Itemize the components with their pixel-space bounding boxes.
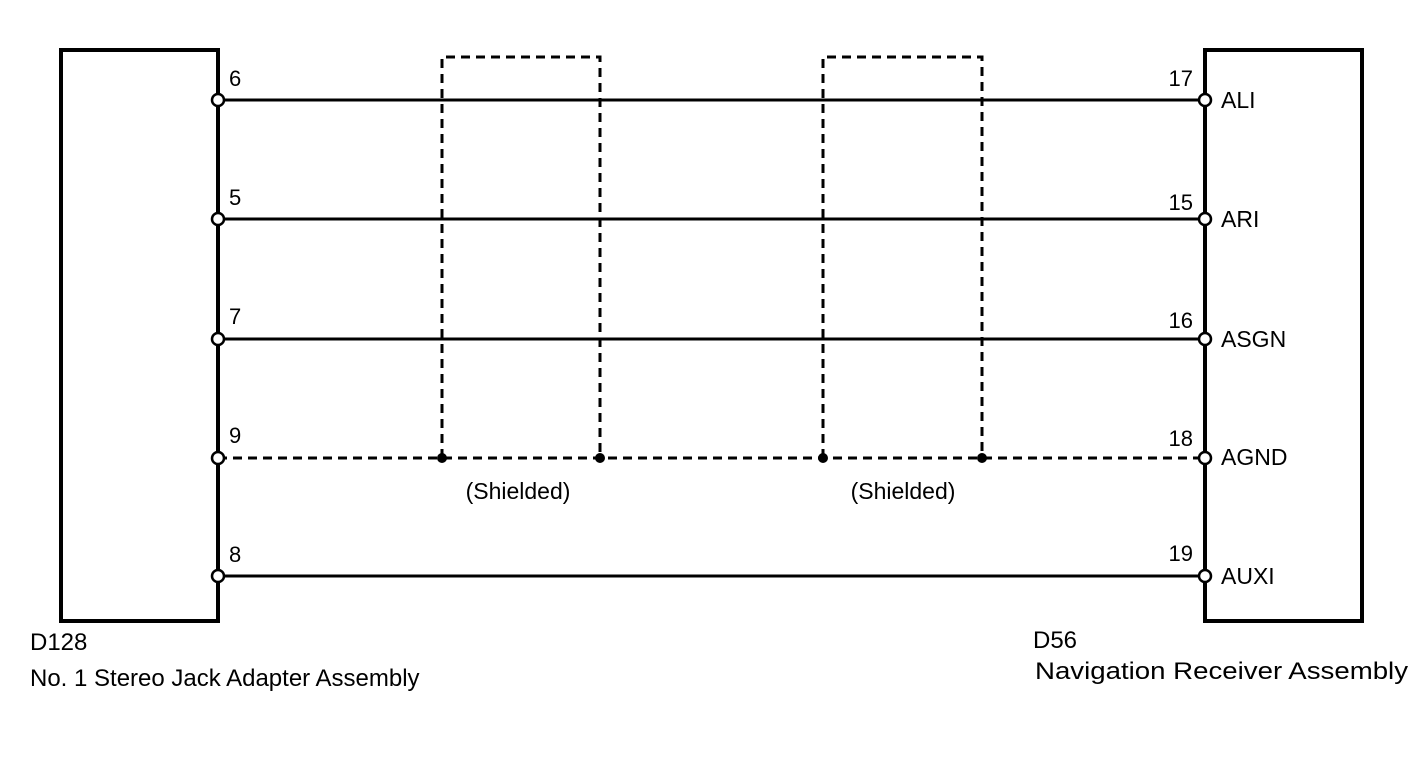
terminal-right-15 [1197, 211, 1213, 227]
junction-dot [818, 453, 828, 463]
left-pin-label: 7 [229, 304, 241, 329]
signal-label: AGND [1221, 444, 1287, 470]
left-pin-label: 5 [229, 185, 241, 210]
left-component-box [59, 48, 220, 623]
right-component-code: D56 [1033, 627, 1077, 654]
junction-dot [977, 453, 987, 463]
terminal-left-8 [210, 568, 226, 584]
left-component-code: D128 [30, 629, 87, 656]
junction-dot [595, 453, 605, 463]
right-pin-label: 19 [1169, 541, 1193, 566]
terminal-left-5 [210, 211, 226, 227]
terminal-right-18 [1197, 450, 1213, 466]
junction-dot [437, 453, 447, 463]
right-pin-label: 16 [1169, 308, 1193, 333]
signal-label: AUXI [1221, 563, 1275, 589]
signal-label: ASGN [1221, 326, 1286, 352]
left-pin-label: 8 [229, 542, 241, 567]
shield-box-1 [440, 55, 602, 458]
signal-label: ARI [1221, 206, 1259, 232]
right-component-box [1203, 48, 1364, 623]
terminal-left-6 [210, 92, 226, 108]
shield-label: (Shielded) [466, 478, 571, 504]
left-component-name: No. 1 Stereo Jack Adapter Assembly [30, 665, 420, 692]
terminal-left-7 [210, 331, 226, 347]
left-pin-label: 9 [229, 423, 241, 448]
right-component-name: Navigation Receiver Assembly [1035, 658, 1408, 685]
terminal-right-16 [1197, 331, 1213, 347]
signal-label: ALI [1221, 87, 1256, 113]
right-pin-label: 17 [1169, 66, 1193, 91]
left-pin-label: 6 [229, 66, 241, 91]
right-pin-label: 18 [1169, 426, 1193, 451]
terminal-left-9 [210, 450, 226, 466]
right-pin-label: 15 [1169, 190, 1193, 215]
shield-box-2 [821, 55, 984, 458]
terminal-right-17 [1197, 92, 1213, 108]
shield-label: (Shielded) [851, 478, 956, 504]
terminal-right-19 [1197, 568, 1213, 584]
